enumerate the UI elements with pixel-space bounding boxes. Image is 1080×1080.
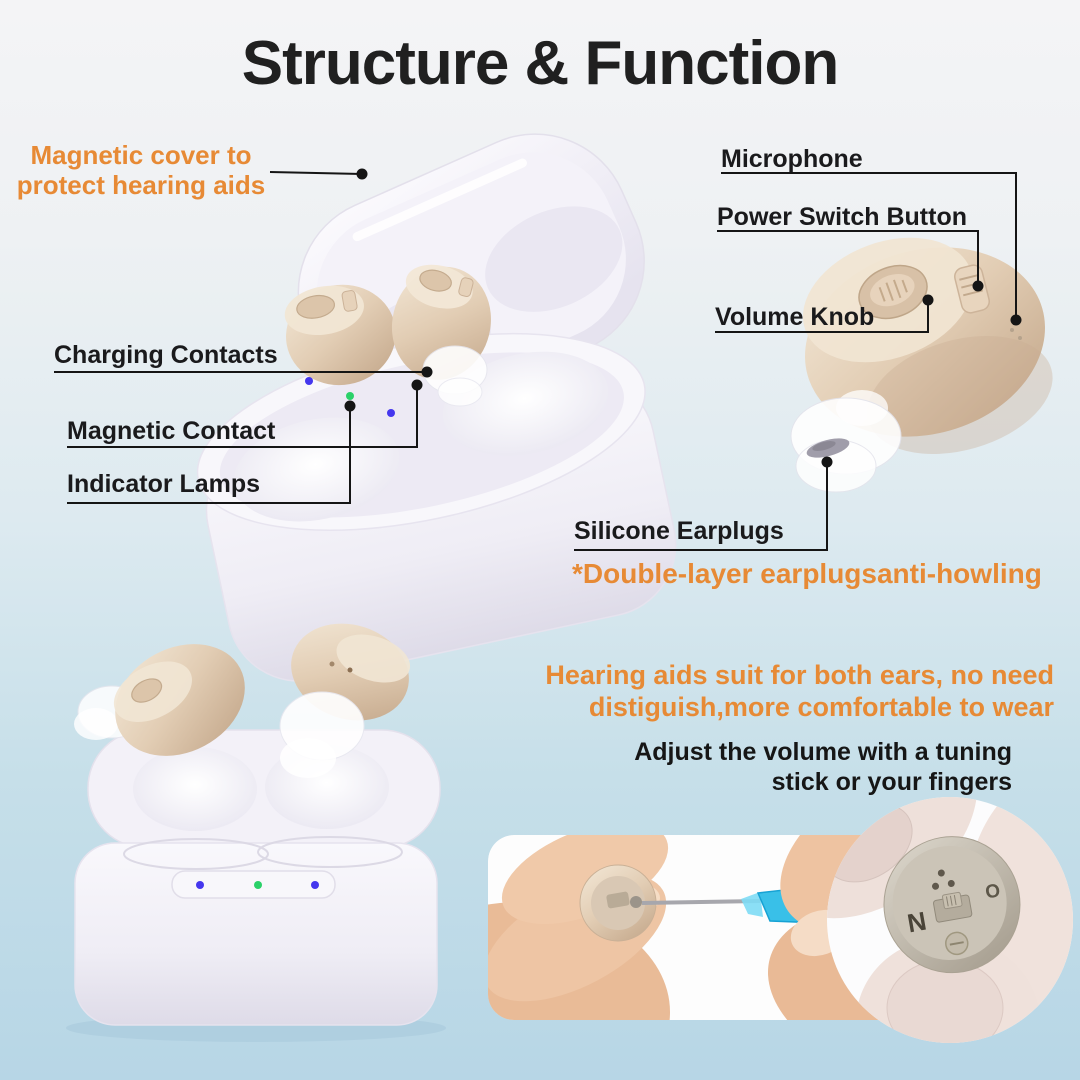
mic-vent-dot [937, 869, 945, 877]
callout-charging-contacts: Charging Contacts [54, 341, 278, 369]
mic-vent-dot [947, 879, 955, 887]
case-front-body [74, 842, 438, 1026]
line-silicone-earplugs [574, 463, 828, 551]
dot-magnetic-cover [356, 168, 368, 180]
line-volume-knob [715, 301, 929, 333]
mic-vent-dot [932, 882, 940, 890]
note-double-layer-earplugs: *Double-layer earplugsanti-howling [572, 558, 1042, 589]
line-power-switch [717, 230, 979, 285]
indicator-led-blue-2 [387, 409, 395, 417]
dot-charging-contacts [421, 366, 433, 378]
callout-magnetic-cover: Magnetic cover to protect hearing aids [16, 140, 266, 200]
note-adjust-volume: Adjust the volume with a tuning stick or… [634, 738, 1012, 796]
dot-microphone [1010, 314, 1022, 326]
indicator-panel [171, 870, 336, 899]
indicator-led-blue-1 [305, 377, 313, 385]
charging-case-front [66, 623, 446, 1042]
hearing-aid-in-case-left [284, 284, 396, 386]
mic-mark [1010, 328, 1014, 332]
floating-aid-right [279, 623, 411, 778]
indicator-led-green [346, 392, 354, 400]
note-both-ears: Hearing aids suit for both ears, no need… [545, 660, 1054, 722]
dot-power-switch [972, 280, 984, 292]
power-switch-part [954, 264, 990, 314]
line-indicator-lamps [67, 407, 351, 504]
switch-o-label: O [984, 880, 1002, 903]
led-blue-right [311, 881, 319, 889]
callout-power-switch: Power Switch Button [717, 203, 967, 231]
dot-silicone-earplugs [821, 456, 833, 468]
line-magnetic-contact [67, 386, 418, 448]
floating-aid-left [74, 644, 245, 756]
earplug-in-case [422, 345, 488, 407]
callout-indicator-lamps: Indicator Lamps [67, 470, 261, 498]
volume-knob-part [858, 264, 928, 320]
device-face-closeup: N O [883, 836, 1021, 974]
page-title: Structure & Function [241, 29, 840, 98]
callout-volume-knob: Volume Knob [715, 303, 875, 331]
callout-silicone-earplugs: Silicone Earplugs [574, 517, 784, 545]
led-blue-left [196, 881, 204, 889]
dot-volume-knob [922, 294, 934, 306]
silicone-earplug-part [790, 390, 902, 493]
callout-magnetic-contact: Magnetic Contact [67, 417, 276, 445]
charging-case-open [196, 133, 677, 682]
line-magnetic-cover [269, 171, 363, 175]
callout-microphone: Microphone [721, 145, 863, 173]
dot-indicator-lamps [344, 400, 356, 412]
dot-magnetic-contact [411, 379, 423, 391]
mic-mark [1018, 336, 1022, 340]
switch-n-label: N [905, 906, 929, 939]
led-green-center [254, 881, 262, 889]
line-microphone [721, 172, 1017, 319]
